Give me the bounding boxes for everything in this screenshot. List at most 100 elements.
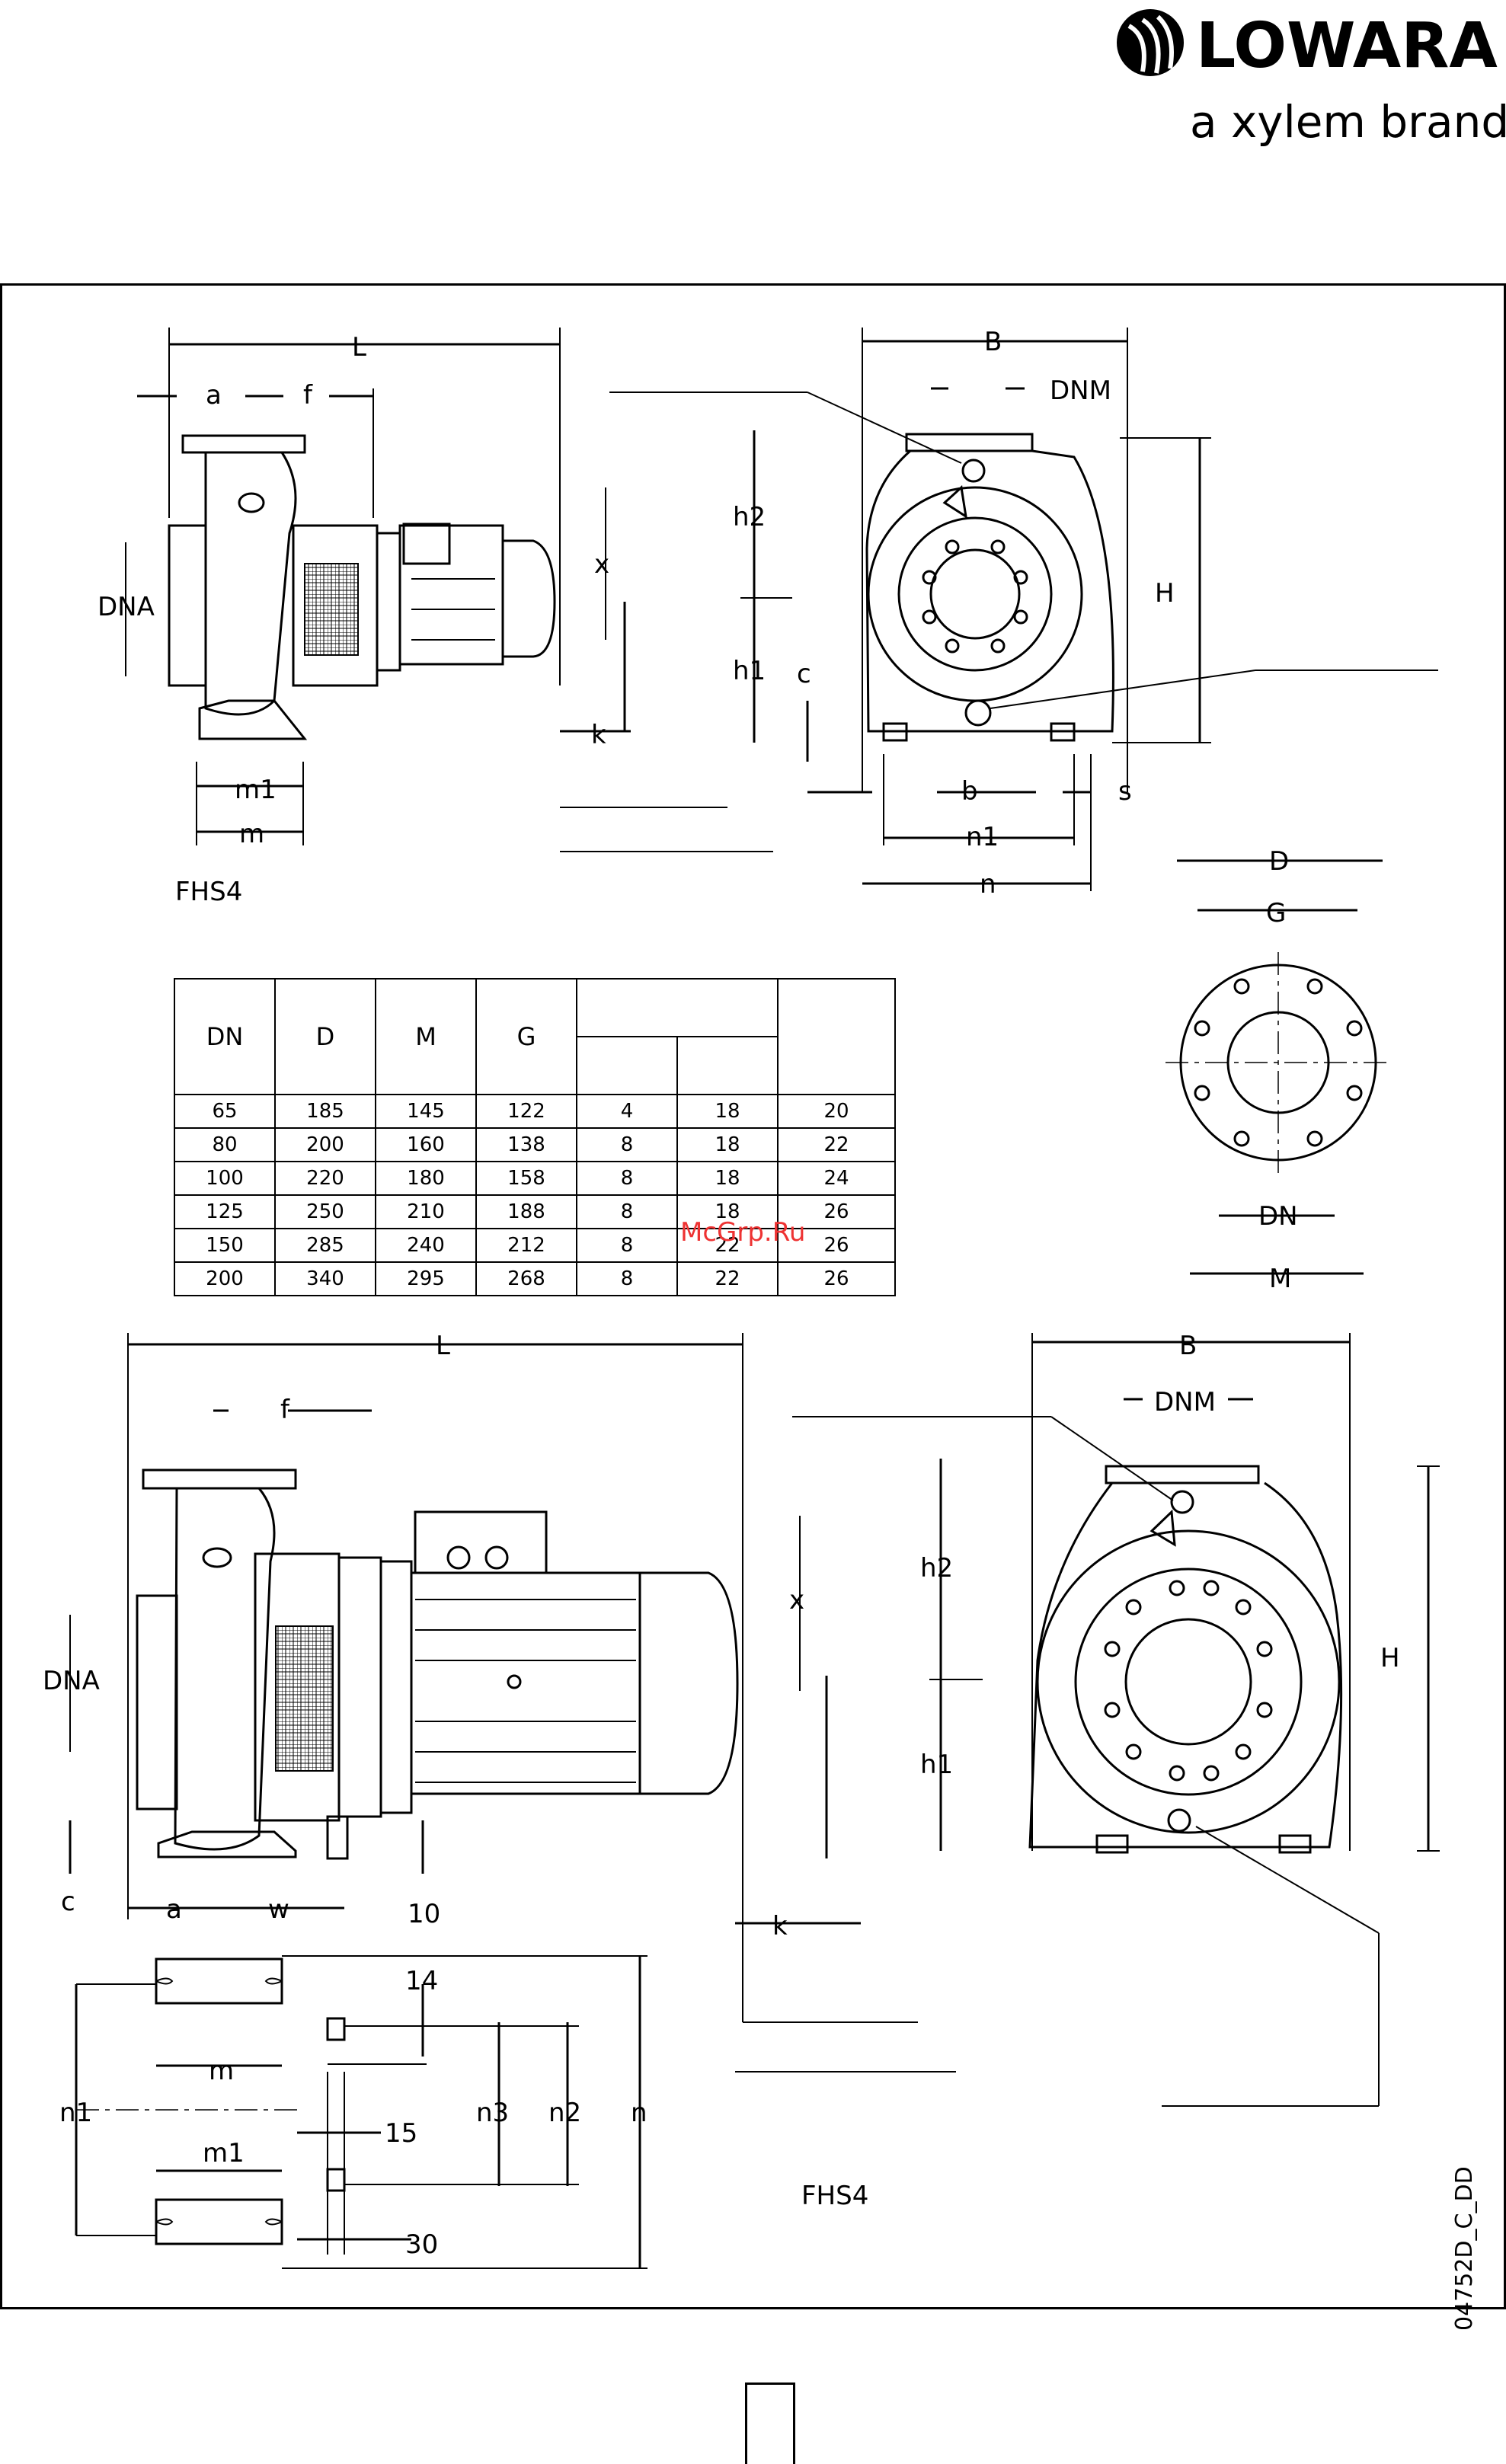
table-cell: 158 [475,1161,577,1196]
dim-h1-top: h1 [733,656,766,686]
dim-a-bottom: a [166,1894,182,1925]
top-front-view [609,328,1438,891]
dim-DNM-top: DNM [1050,376,1111,406]
dim-G-flange: G [1266,898,1286,928]
table-cell: 22 [676,1261,779,1296]
table-cell: 188 [475,1194,577,1229]
dim-n1-foot: n1 [59,2098,92,2128]
dim-10-bottom: 10 [408,1899,440,1929]
table-cell: 26 [777,1194,896,1229]
header-holes [576,978,779,1037]
header-hole-count [576,1036,678,1095]
dim-H-bottom: H [1380,1643,1400,1673]
dim-x-top: x [594,549,609,580]
table-cell: 240 [375,1228,477,1263]
dim-h2-bottom: h2 [920,1553,953,1584]
dim-b-top: b [961,776,978,807]
header-thickness [777,978,896,1095]
dim-n1-top: n1 [966,822,999,852]
table-cell: 200 [174,1261,276,1296]
table-cell: 18 [676,1094,779,1129]
dim-n3-foot: n3 [476,2098,509,2128]
dim-M-flange: M [1269,1264,1291,1294]
dim-DNA-top: DNA [98,592,155,622]
model-label-bottom: FHS4 [801,2181,868,2211]
bottom-front-view [792,1333,1440,2107]
table-cell: 26 [777,1228,896,1263]
dim-DNM-bottom: DNM [1154,1387,1216,1417]
watermark: McGrp.Ru [680,1217,806,1248]
dim-15-foot: 15 [385,2118,417,2149]
table-cell: 80 [174,1127,276,1162]
table-cell: 18 [676,1161,779,1196]
dim-k-bottom: k [772,1911,788,1941]
header-hole-dia [676,1036,779,1095]
table-cell: 160 [375,1127,477,1162]
table-cell: 250 [274,1194,376,1229]
page-number-box [745,2383,795,2464]
brand-tagline: a xylem brand [1190,96,1506,148]
table-cell: 4 [576,1094,678,1129]
dim-c-top: c [797,659,811,689]
header-G: G [475,978,577,1095]
dim-h2-top: h2 [733,502,766,532]
dim-m1-foot: m1 [203,2138,245,2168]
dim-m-foot: m [209,2056,234,2086]
table-cell: 285 [274,1228,376,1263]
dim-DNA-bottom: DNA [43,1666,100,1696]
bottom-side-view [69,1333,956,2073]
dim-s-top: s [1118,776,1132,807]
table-cell: 8 [576,1127,678,1162]
table-cell: 180 [375,1161,477,1196]
dim-14-foot: 14 [405,1966,438,1996]
foot-detail [75,1955,647,2269]
table-cell: 18 [676,1194,779,1229]
dim-m-top: m [239,819,264,849]
table-cell: 145 [375,1094,477,1129]
table-cell: 125 [174,1194,276,1229]
table-cell: 340 [274,1261,376,1296]
model-label-top: FHS4 [175,877,242,907]
dim-f-top: f [303,380,313,411]
dim-x-bottom: x [789,1585,804,1616]
dim-H-top: H [1155,578,1175,609]
table-cell: 65 [174,1094,276,1129]
table-cell: 100 [174,1161,276,1196]
table-cell: 26 [777,1261,896,1296]
dim-B-top: B [984,327,1002,357]
dim-m1-top: m1 [235,775,277,805]
brand-name: LOWARA [1196,10,1498,82]
table-cell: 212 [475,1228,577,1263]
header-DN: DN [174,978,276,1095]
table-cell: 22 [676,1228,779,1263]
table-cell: 18 [676,1127,779,1162]
table-cell: 8 [576,1228,678,1263]
table-cell: 210 [375,1194,477,1229]
table-header-row: DN D M G [174,978,896,1095]
dim-L-bottom: L [436,1331,450,1361]
table-cell: 138 [475,1127,577,1162]
lowara-drop-icon: LOWARA a xylem brand [1117,9,1506,148]
top-side-view [125,328,773,852]
table-cell: 185 [274,1094,376,1129]
dim-DN-flange: DN [1258,1201,1298,1232]
dim-a-top: a [206,380,222,411]
dim-f-bottom: f [280,1395,290,1425]
dim-w-bottom: w [268,1894,289,1925]
table-cell: 20 [777,1094,896,1129]
table-cell: 295 [375,1261,477,1296]
dim-k-top: k [591,720,606,750]
dim-30-foot: 30 [405,2229,438,2260]
dim-n-top: n [980,869,996,900]
dim-c-bottom: c [61,1887,75,1917]
table-cell: 8 [576,1261,678,1296]
table-cell: 24 [777,1161,896,1196]
lowara-logo: LOWARA a xylem brand [1112,3,1506,163]
header-M: M [375,978,477,1095]
document-code: 04752D_C_DD [1451,2166,1478,2331]
table-cell: 8 [576,1194,678,1229]
dim-B-bottom: B [1179,1331,1197,1361]
